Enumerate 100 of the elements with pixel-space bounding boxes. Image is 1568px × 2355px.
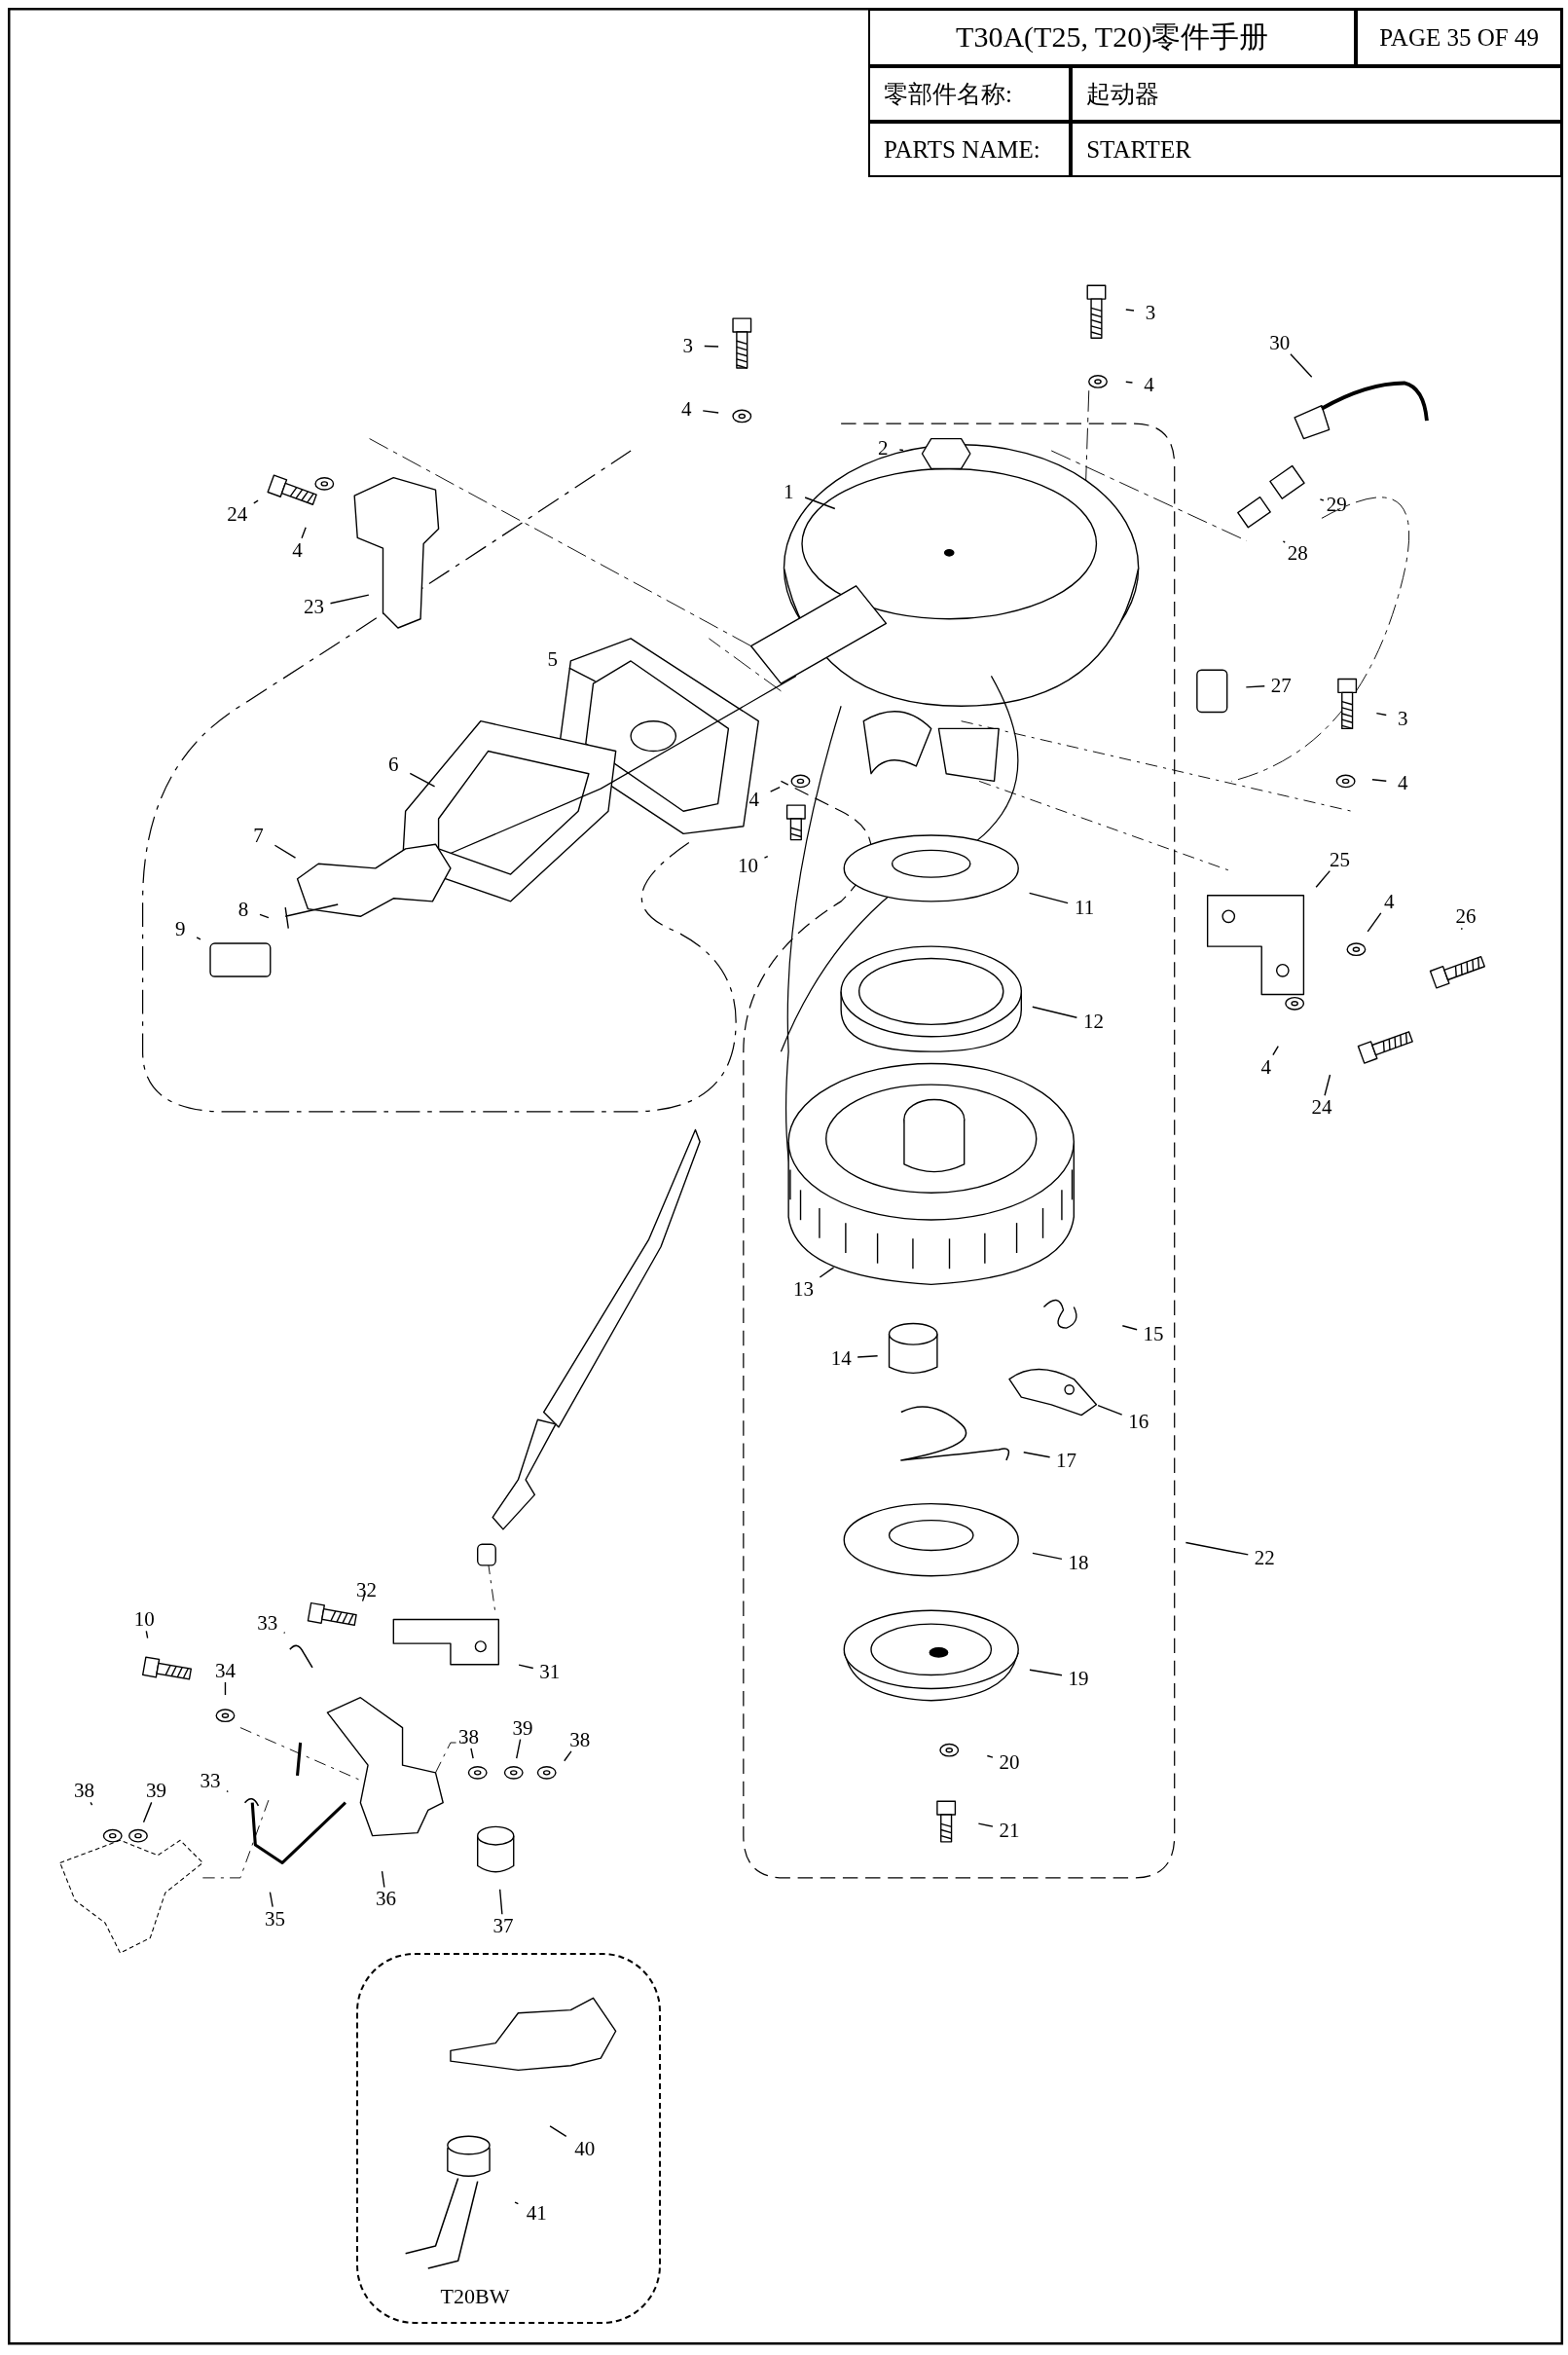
callout-number: 26 — [1449, 904, 1483, 929]
leader-line — [1028, 892, 1069, 904]
callout-number: 2 — [866, 435, 900, 460]
callout-number: 29 — [1320, 493, 1354, 517]
leader-line — [819, 1267, 835, 1278]
leader-line — [273, 844, 297, 859]
leader-line — [470, 1748, 474, 1759]
table-cell: 起动器 — [1071, 65, 1562, 122]
leader-line — [1121, 1325, 1138, 1331]
leader-line — [1125, 309, 1135, 312]
callout-number: 4 — [1386, 770, 1420, 794]
leader-line — [515, 1738, 522, 1759]
callout-number: 25 — [1323, 847, 1357, 871]
callout-number: 39 — [506, 1715, 539, 1740]
callout-number: 3 — [1386, 706, 1420, 730]
leader-line — [269, 1891, 273, 1908]
leader-line — [769, 787, 781, 792]
callout-number: 15 — [1137, 1322, 1171, 1346]
callout-number: 28 — [1281, 540, 1315, 565]
callout-number: 7 — [241, 823, 275, 847]
leader-line — [763, 855, 769, 859]
leader-line — [259, 913, 270, 919]
callout-number: 5 — [535, 647, 569, 672]
table-cell: T30A(T25, T20)零件手册 — [867, 9, 1357, 66]
callout-number: 35 — [258, 1906, 292, 1931]
callout-number: 30 — [1262, 330, 1296, 354]
leader-line — [898, 449, 904, 452]
leader-line — [986, 1754, 994, 1758]
callout-number: 16 — [1121, 1409, 1155, 1433]
leader-line — [1097, 1404, 1123, 1416]
leader-line — [1185, 1541, 1249, 1556]
leader-line — [142, 1801, 153, 1823]
leader-line — [804, 497, 836, 510]
variant-inset-panel — [355, 1953, 661, 2325]
leader-line — [1371, 779, 1387, 782]
callout-number: 14 — [824, 1345, 858, 1370]
leader-line — [1315, 869, 1331, 889]
leader-line — [409, 772, 436, 788]
callout-number: 20 — [992, 1750, 1026, 1775]
callout-number: 9 — [164, 916, 198, 940]
leader-line — [1272, 1045, 1279, 1056]
leader-line — [1125, 381, 1134, 384]
callout-number: 33 — [250, 1610, 284, 1635]
leader-line — [857, 1355, 879, 1358]
callout-number: 19 — [1061, 1666, 1095, 1690]
leader-line — [1460, 927, 1463, 931]
callout-number: 36 — [369, 1887, 403, 1911]
leader-line — [1319, 498, 1325, 501]
leader-line — [702, 410, 719, 414]
leader-line — [196, 937, 201, 940]
callout-number: 40 — [567, 2137, 602, 2161]
leader-line — [301, 527, 307, 539]
callout-number: 34 — [208, 1658, 242, 1682]
leader-line — [282, 1632, 286, 1635]
callout-number: 8 — [226, 897, 260, 921]
callout-number: 23 — [297, 595, 331, 619]
leader-line — [977, 1822, 994, 1827]
table-cell: STARTER — [1071, 122, 1562, 178]
callout-number: 22 — [1248, 1546, 1282, 1570]
leader-line — [1032, 1552, 1063, 1561]
table-cell: PAGE 35 OF 49 — [1356, 9, 1562, 66]
callout-number: 4 — [670, 396, 704, 421]
table-cell: 零部件名称: — [867, 65, 1072, 122]
leader-line — [381, 1870, 385, 1889]
leader-line — [90, 1801, 93, 1806]
leader-line — [704, 345, 719, 348]
callout-number: 24 — [220, 501, 254, 526]
callout-number: 12 — [1076, 1010, 1111, 1034]
callout-number: 4 — [737, 787, 771, 811]
leader-line — [253, 499, 259, 504]
callout-number: 1 — [772, 479, 806, 503]
leader-line — [224, 1681, 227, 1696]
callout-number: 31 — [532, 1660, 566, 1684]
leader-line — [145, 1630, 149, 1639]
callout-number: 38 — [563, 1727, 597, 1751]
table-cell: PARTS NAME: — [867, 122, 1072, 178]
leader-line — [549, 2125, 567, 2138]
callout-number: 37 — [486, 1914, 520, 1938]
leader-line — [1282, 540, 1286, 543]
leader-line — [1245, 685, 1265, 688]
callout-number: 3 — [1134, 300, 1167, 324]
callout-number: 38 — [67, 1779, 101, 1803]
callout-number: 4 — [1249, 1054, 1283, 1079]
callout-number: 39 — [139, 1779, 173, 1803]
callout-number: 11 — [1068, 896, 1102, 920]
leader-line — [1032, 1006, 1078, 1018]
leader-line — [1375, 712, 1387, 717]
callout-number: 33 — [194, 1768, 228, 1792]
callout-number: 41 — [520, 2201, 554, 2226]
leader-line — [1029, 1669, 1063, 1676]
callout-number: 4 — [1132, 373, 1166, 397]
leader-line — [1023, 1452, 1051, 1458]
callout-number: 27 — [1264, 673, 1298, 697]
leader-line — [1367, 912, 1382, 933]
callout-number: 21 — [992, 1818, 1026, 1842]
variant-label: T20BW — [440, 2283, 510, 2309]
leader-line — [329, 594, 370, 605]
leader-line — [518, 1664, 534, 1670]
callout-number: 10 — [128, 1607, 162, 1632]
leader-line — [1324, 1074, 1331, 1096]
